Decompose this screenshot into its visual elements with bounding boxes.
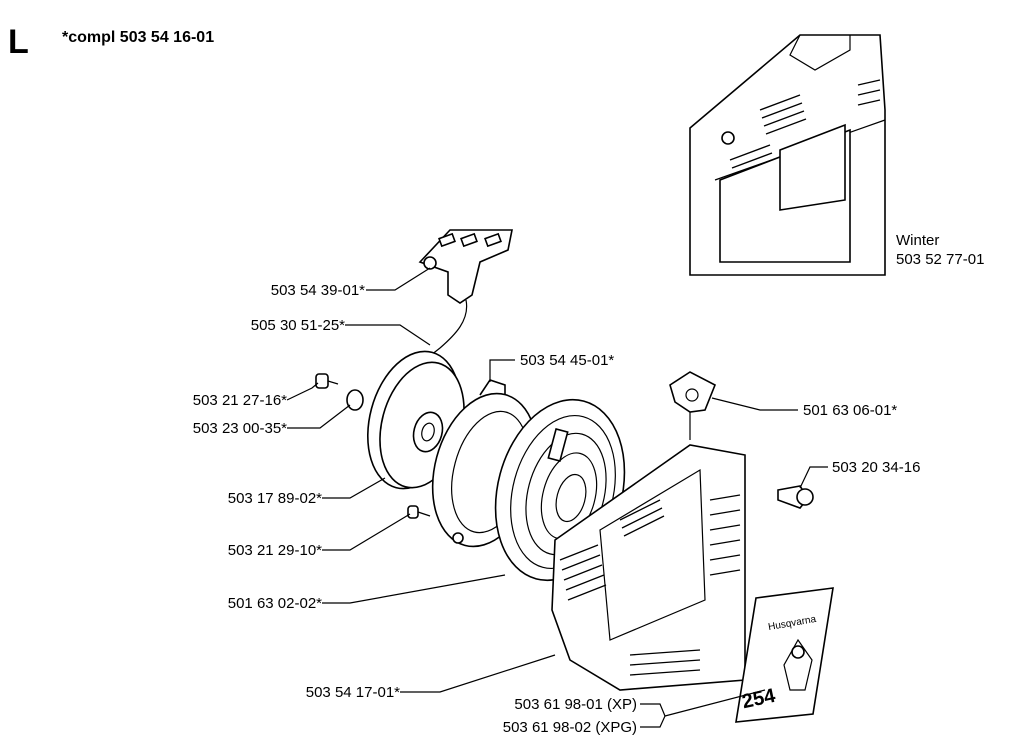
leader-lines — [286, 267, 828, 728]
callout-screw-bottom: 503 21 29-10* — [227, 542, 322, 559]
screw-27-16-part — [315, 373, 339, 389]
callout-washer: 503 23 00-35* — [192, 420, 287, 437]
callout-decal-xpg: 503 61 98-02 (XPG) — [502, 719, 637, 736]
callout-decal-xp: 503 61 98-01 (XP) — [514, 696, 637, 713]
callout-cover-plate: 501 63 06-01* — [803, 402, 898, 419]
cover-plate-part — [669, 371, 717, 440]
callout-housing: 503 54 17-01* — [305, 684, 400, 701]
callout-rope: 505 30 51-25* — [250, 317, 345, 334]
callout-side-screw: 503 20 34-16 — [832, 459, 921, 476]
callout-spring-plate: 503 54 45-01* — [520, 352, 615, 369]
side-screw-part — [777, 485, 814, 509]
starter-housing-part — [551, 444, 746, 691]
winter-cover-part — [689, 34, 886, 276]
washer-part — [346, 389, 364, 411]
callout-spring: 501 63 02-02* — [227, 595, 322, 612]
starter-handle-part — [418, 229, 513, 304]
callout-winter-title: Winter — [896, 232, 940, 249]
callout-handle: 503 54 39-01* — [270, 282, 365, 299]
callout-pulley: 503 17 89-02* — [227, 490, 322, 507]
section-letter: L — [8, 23, 29, 61]
callout-winter-number: 503 52 77-01 — [896, 251, 985, 268]
callout-screw-top: 503 21 27-16* — [192, 392, 287, 409]
screw-29-10-part — [407, 505, 431, 519]
decal-card-part — [735, 587, 834, 723]
assembly-title: *compl 503 54 16-01 — [62, 29, 215, 46]
